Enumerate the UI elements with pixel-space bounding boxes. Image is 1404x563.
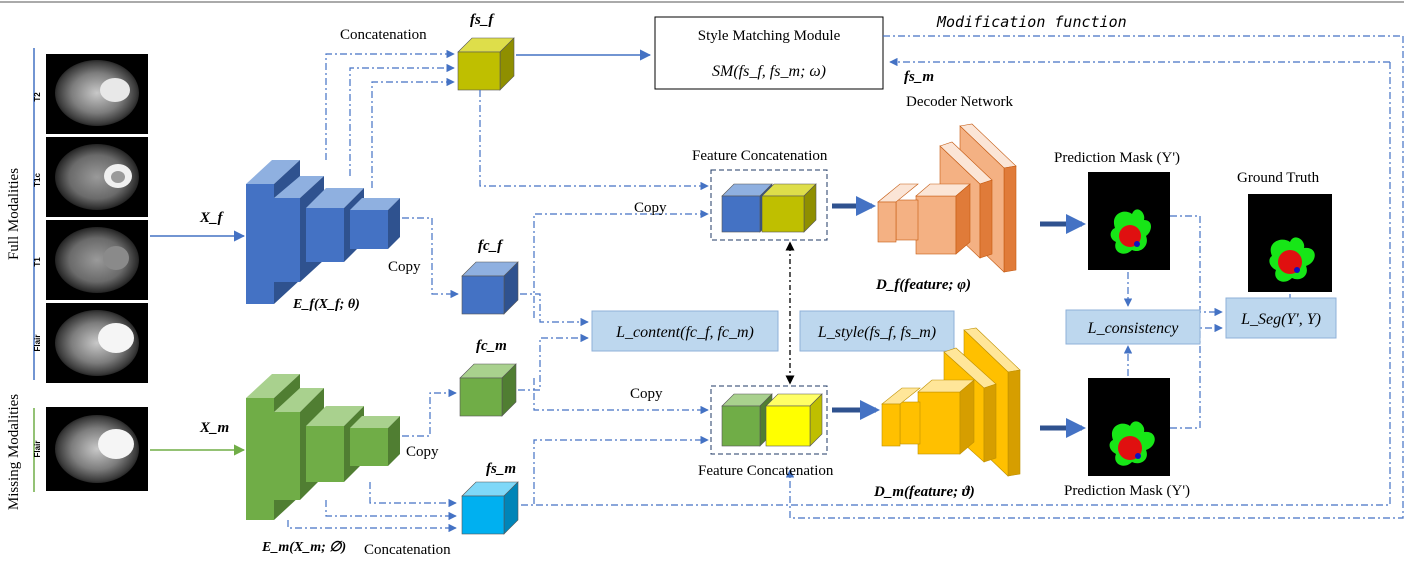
- fsf-cube: [457, 37, 515, 91]
- feature-concat-top-label: Feature Concatenation: [692, 148, 828, 164]
- df-label: D_f(feature; φ): [875, 277, 971, 293]
- seg-loss-box: L_Seg(Y', Y): [1225, 297, 1337, 339]
- decoder-full: [877, 123, 1017, 273]
- pred-top-to-seg: [1170, 215, 1223, 317]
- feature-concat-bottom: [710, 385, 828, 455]
- decoder-missing: [881, 327, 1021, 477]
- fcf-cube: [461, 261, 519, 315]
- encoder-missing: [246, 374, 400, 520]
- style-matching-module: Style Matching Module SM(fs_f, fs_m; ω): [654, 16, 884, 90]
- style-loss-label: L_style(fs_f, fs_m): [817, 324, 936, 341]
- prediction-mask-top: [1088, 172, 1170, 270]
- fsm-lower-label: fs_m: [486, 461, 516, 477]
- mri-slice-flair-missing: Flair: [33, 407, 148, 491]
- content-loss-label: L_content(fc_f, fc_m): [615, 324, 754, 341]
- concatenation-top-label: Concatenation: [340, 27, 427, 43]
- consistency-loss-box: L_consistency: [1065, 309, 1201, 345]
- encoder-full: [246, 160, 400, 304]
- prediction-mask-bottom: [1088, 378, 1170, 476]
- full-modalities-label-group: Full Modalities: [6, 48, 35, 380]
- concat-lines-bottom: [287, 482, 457, 533]
- pred-bottom-to-seg: [1170, 323, 1223, 429]
- mri-slice-t2: T2: [33, 54, 148, 134]
- style-module-formula: SM(fs_f, fs_m; ω): [712, 63, 826, 80]
- consistency-loss-label: L_consistency: [1087, 320, 1180, 337]
- copy-mid-label: Copy: [630, 386, 663, 402]
- prediction-mask-bottom-label: Prediction Mask (Y'): [1064, 483, 1190, 499]
- xf-label: X_f: [199, 210, 225, 226]
- content-loss-box: L_content(fc_f, fc_m): [591, 310, 779, 352]
- full-modalities-label: Full Modalities: [6, 168, 22, 260]
- fsf-label: fs_f: [470, 12, 495, 28]
- copy-fcm-to-concat: [533, 378, 709, 415]
- concatenation-bottom-label: Concatenation: [364, 542, 451, 558]
- ef-label: E_f(X_f; θ): [292, 297, 360, 312]
- mri-slice-flair-full: Flair: [33, 303, 148, 383]
- mri-slice-t1: T1: [33, 220, 148, 300]
- xm-label: X_m: [199, 420, 229, 436]
- t2-label: T2: [33, 92, 42, 102]
- fcm-to-content-loss: [518, 333, 589, 391]
- copy-fsm-to-concat: [533, 435, 709, 504]
- concat-lines-top: [325, 49, 455, 188]
- fsm-feedback-line: [518, 62, 1391, 506]
- t1c-label: T1c: [33, 173, 42, 187]
- flair-missing-label: Flair: [33, 441, 42, 458]
- modification-to-feature-concat-arrow: [785, 36, 1404, 519]
- copy-em-label: Copy: [406, 444, 439, 460]
- fcf-to-content-loss: [520, 293, 589, 327]
- copy-fcf-to-concat: [533, 209, 709, 318]
- fcm-cube: [459, 363, 517, 417]
- feature-concat-bottom-label: Feature Concatenation: [698, 463, 834, 479]
- style-module-title: Style Matching Module: [698, 28, 841, 44]
- mri-stack-full: T2 T1c T1 Flair: [33, 54, 148, 383]
- copy-ef-label: Copy: [388, 259, 421, 275]
- mri-slice-t1c: T1c: [33, 137, 148, 217]
- copy-top-label: Copy: [634, 200, 667, 216]
- fsm-cube: [461, 481, 519, 535]
- feature-concat-top: [710, 169, 828, 241]
- flair-full-label: Flair: [33, 335, 42, 352]
- decoder-network-label: Decoder Network: [906, 94, 1014, 110]
- prediction-mask-top-label: Prediction Mask (Y'): [1054, 150, 1180, 166]
- ground-truth-mask: [1248, 194, 1332, 292]
- modification-function-label: Modification function: [936, 13, 1127, 31]
- style-loss-box: L_style(fs_f, fs_m): [799, 310, 955, 352]
- missing-modalities-label: Missing Modalities: [6, 394, 22, 510]
- copy-fsf-to-concat: [479, 90, 709, 191]
- ground-truth-label: Ground Truth: [1237, 170, 1320, 186]
- t1-label: T1: [33, 257, 42, 267]
- missing-modalities-label-group: Missing Modalities: [6, 394, 35, 510]
- copy-line-em: [402, 388, 457, 437]
- seg-loss-label: L_Seg(Y', Y): [1240, 311, 1321, 328]
- copy-line-ef: [402, 217, 459, 299]
- fcm-label: fc_m: [476, 338, 507, 354]
- em-label: E_m(X_m; ∅): [261, 540, 346, 555]
- dm-label: D_m(feature; ϑ): [873, 484, 975, 500]
- fcf-label: fc_f: [478, 238, 504, 254]
- fsm-upper-label: fs_m: [904, 69, 934, 85]
